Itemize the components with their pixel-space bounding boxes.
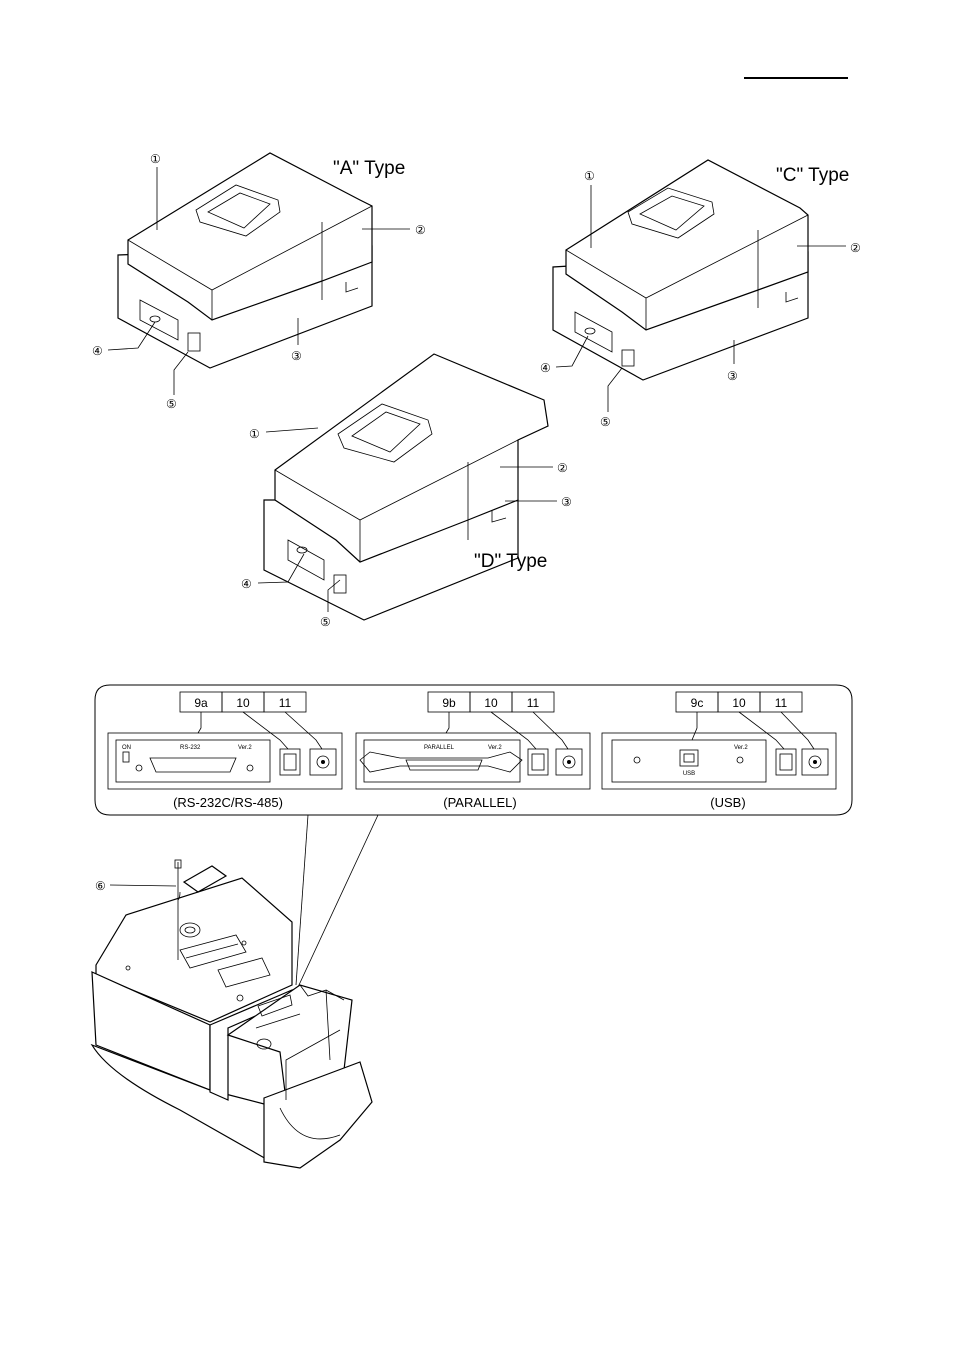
printer-d-type — [264, 354, 548, 620]
ver-label-usb: Ver.2 — [734, 745, 748, 751]
callout-4-a: ④ — [92, 344, 103, 358]
header-cell-9a: 9a — [194, 696, 208, 710]
header-cell-10a: 10 — [236, 696, 250, 710]
printer-a-type — [118, 153, 372, 368]
header-cell-10b: 10 — [484, 696, 498, 710]
callout-4-c: ④ — [540, 361, 551, 375]
callout-3-a: ③ — [291, 349, 302, 363]
callout-5-c: ⑤ — [600, 415, 611, 429]
callout-5-a: ⑤ — [166, 397, 177, 411]
board-label-rs232: RS-232 — [180, 745, 201, 751]
header-cell-11a: 11 — [279, 696, 292, 710]
callout-3-c: ③ — [727, 369, 738, 383]
board-label-parallel: PARALLEL — [424, 745, 455, 751]
callout-5-d: ⑤ — [320, 615, 331, 629]
interface-panel-rs232: 9a 10 11 ON RS-232 Ver.2 (RS-232C/RS-485… — [108, 692, 342, 810]
type-label-a: "A" Type — [333, 158, 405, 179]
callout-1-c: ① — [584, 169, 595, 183]
caption-rs232: (RS-232C/RS-485) — [173, 795, 283, 810]
type-label-c: "C" Type — [776, 165, 849, 186]
drawer-port-icon — [776, 749, 796, 775]
ver-label-parallel: Ver.2 — [488, 745, 502, 751]
header-cell-10c: 10 — [732, 696, 746, 710]
drawer-port-icon — [280, 749, 300, 775]
callout-4-d: ④ — [241, 577, 252, 591]
interface-panel-parallel: 9b 10 11 PARALLEL Ver.2 (PARALLEL) — [356, 692, 590, 810]
callout-2-c: ② — [850, 241, 861, 255]
header-cell-9b: 9b — [442, 696, 456, 710]
caption-parallel: (PARALLEL) — [443, 795, 516, 810]
callout-2-a: ② — [415, 223, 426, 237]
header-cell-11b: 11 — [527, 696, 540, 710]
callout-6: ⑥ — [95, 879, 106, 893]
centronics-connector-icon — [360, 752, 522, 772]
callout-3-d: ③ — [561, 495, 572, 509]
callout-1-d: ① — [249, 427, 260, 441]
callout-2-d: ② — [557, 461, 568, 475]
type-label-d: "D" Type — [474, 551, 547, 572]
callout-1-a: ① — [150, 152, 161, 166]
caption-usb: (USB) — [710, 795, 745, 810]
switch-label: ON — [122, 745, 131, 751]
interface-panel-usb: 9c 10 11 USB Ver.2 (USB) — [602, 692, 836, 810]
header-cell-9c: 9c — [691, 696, 704, 710]
usb-connector-icon — [680, 750, 698, 766]
printer-bottom-view — [92, 815, 378, 1168]
dip-switch-icon — [123, 752, 129, 762]
board-label-usb: USB — [683, 771, 695, 777]
header-cell-11c: 11 — [775, 696, 788, 710]
db25-connector-icon — [150, 758, 236, 772]
ver-label-rs232: Ver.2 — [238, 745, 252, 751]
drawer-port-icon — [528, 749, 548, 775]
